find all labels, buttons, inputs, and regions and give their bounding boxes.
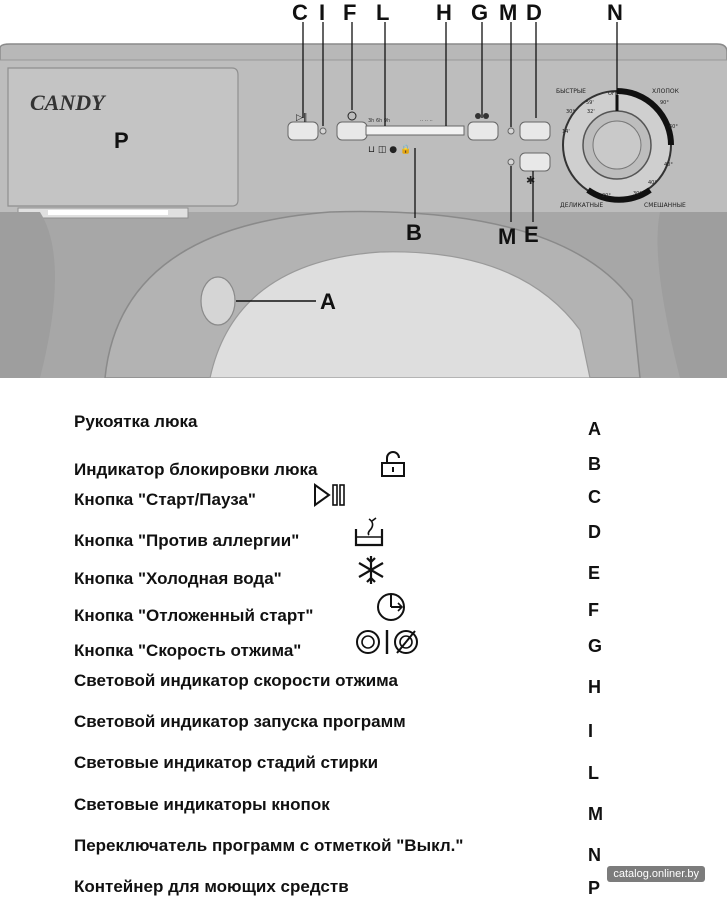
- play-pause-icon: [314, 483, 345, 507]
- svg-text:✱: ✱: [526, 174, 535, 187]
- legend-label: Световые индикаторы кнопок: [74, 795, 330, 814]
- legend-item: Индикатор блокировки люка: [74, 451, 554, 490]
- legend-label: Световые индикатор стадий стирки: [74, 753, 379, 772]
- detergent-drawer: [7, 67, 239, 207]
- legend-letter: L: [588, 763, 599, 783]
- callout-f: F: [343, 0, 357, 25]
- allergy-button: [519, 121, 551, 141]
- cold-water-button: [519, 152, 551, 172]
- svg-text:ДЕЛИКАТНЫЕ: ДЕЛИКАТНЫЕ: [560, 202, 603, 209]
- legend-letter: M: [588, 804, 603, 824]
- svg-text:⊔ ◫ ● 🔒: ⊔ ◫ ● 🔒: [368, 144, 411, 155]
- legend-letter: P: [588, 878, 601, 898]
- svg-text:14': 14': [562, 129, 570, 135]
- legend-item: Кнопка "Против аллергии": [74, 517, 554, 561]
- legend-item: Переключатель программ с отметкой "Выкл.…: [74, 836, 554, 866]
- legend-letter: H: [588, 677, 601, 697]
- legend-label: Контейнер для моющих средств: [74, 877, 349, 896]
- legend-item: Контейнер для моющих средств: [74, 877, 554, 907]
- svg-text:ХЛОПОК: ХЛОПОК: [652, 88, 680, 95]
- wash-stage-display: [365, 125, 465, 136]
- legend-label: Кнопка "Скорость отжима": [74, 641, 302, 660]
- legend-letter: G: [588, 636, 603, 656]
- button-indicator-bottom: [507, 158, 515, 166]
- brand-logo: CANDY: [30, 90, 107, 115]
- delay-start-icon: [377, 593, 405, 621]
- svg-text:СМЕШАННЫЕ: СМЕШАННЫЕ: [644, 202, 686, 209]
- delay-start-button: [336, 121, 368, 141]
- legend-letter: D: [588, 522, 601, 542]
- callout-g: G: [471, 0, 489, 25]
- svg-text:59': 59': [586, 100, 594, 106]
- svg-text:20°: 20°: [602, 193, 611, 199]
- svg-text:▷‖: ▷‖: [296, 113, 307, 123]
- lock-icon: [381, 451, 405, 477]
- callout-l: L: [376, 0, 390, 25]
- legend-label: Индикатор блокировки люка: [74, 460, 318, 479]
- callout-c: C: [292, 0, 308, 25]
- svg-text:OFF: OFF: [608, 91, 618, 97]
- legend-item: Кнопка "Скорость отжима": [74, 630, 554, 671]
- callout-a: A: [320, 289, 336, 314]
- legend-item: Световой индикатор скорости отжима: [74, 671, 554, 701]
- legend-label: Световой индикатор запуска программ: [74, 712, 406, 731]
- callout-h: H: [436, 0, 452, 25]
- callout-b: B: [406, 220, 422, 245]
- legend-letter: F: [588, 600, 599, 620]
- callout-m-top: M: [499, 0, 518, 25]
- callout-i: I: [319, 0, 326, 25]
- legend-label: Световой индикатор скорости отжима: [74, 671, 398, 690]
- svg-text:40°: 40°: [648, 180, 657, 186]
- legend-item: Кнопка "Отложенный старт": [74, 593, 554, 636]
- legend-letter: B: [588, 454, 601, 474]
- svg-text:·· ·· ··: ·· ·· ··: [420, 118, 433, 124]
- washing-machine-panel-diagram: CANDY ▷‖ 3h 6h 9h ·· ·· ·· ⊔ ◫ ● 🔒 ✱ БЫС…: [0, 0, 727, 378]
- door-glass: [209, 251, 591, 378]
- legend-label: Переключатель программ с отметкой "Выкл.…: [74, 836, 464, 855]
- spin-speed-button: [467, 121, 499, 141]
- snowflake-icon: [358, 556, 384, 584]
- legend-item: Рукоятка люка: [74, 412, 554, 442]
- callout-e: E: [524, 222, 539, 247]
- callout-d: D: [526, 0, 542, 25]
- legend-label: Кнопка "Против аллергии": [74, 531, 300, 550]
- start-pause-button: [287, 121, 319, 141]
- program-selector-dial: БЫСТРЫЕ ХЛОПОК ДЕЛИКАТНЫЕ СМЕШАННЫЕ OFF …: [556, 88, 686, 209]
- legend-item: Кнопка "Старт/Пауза": [74, 483, 554, 520]
- legend-letter: A: [588, 419, 601, 439]
- watermark: catalog.onliner.by: [607, 866, 705, 882]
- legend-letter: E: [588, 563, 601, 583]
- svg-text:30°: 30°: [566, 109, 575, 115]
- legend-label: Кнопка "Холодная вода": [74, 569, 282, 588]
- svg-text:40°: 40°: [664, 162, 673, 168]
- legend-item: Световые индикатор стадий стирки: [74, 753, 554, 783]
- svg-text:90°: 90°: [660, 100, 669, 106]
- door-handle: [200, 276, 236, 326]
- legend-item: Световые индикаторы кнопок: [74, 795, 554, 825]
- svg-text:32': 32': [587, 109, 595, 115]
- legend-letter: I: [588, 721, 594, 741]
- callout-p: P: [114, 128, 129, 153]
- legend-item: Световой индикатор запуска программ: [74, 712, 554, 742]
- svg-text:30°: 30°: [633, 191, 642, 197]
- spin-speed-icon: [356, 630, 418, 654]
- legend-letter: N: [588, 845, 601, 865]
- legend-label: Рукоятка люка: [74, 412, 198, 431]
- callout-n: N: [607, 0, 623, 25]
- svg-text:3h 6h 9h: 3h 6h 9h: [368, 118, 390, 124]
- legend-label: Кнопка "Отложенный старт": [74, 606, 314, 625]
- callout-m-bottom: M: [498, 224, 517, 249]
- button-indicator-top: [507, 127, 515, 135]
- svg-text:60°: 60°: [669, 124, 678, 130]
- svg-text:БЫСТРЫЕ: БЫСТРЫЕ: [556, 88, 586, 95]
- program-start-indicator: [319, 127, 327, 135]
- legend-label: Кнопка "Старт/Пауза": [74, 490, 256, 509]
- legend-letter: C: [588, 487, 601, 507]
- allergy-icon: [354, 517, 384, 547]
- legend-item: Кнопка "Холодная вода": [74, 556, 554, 599]
